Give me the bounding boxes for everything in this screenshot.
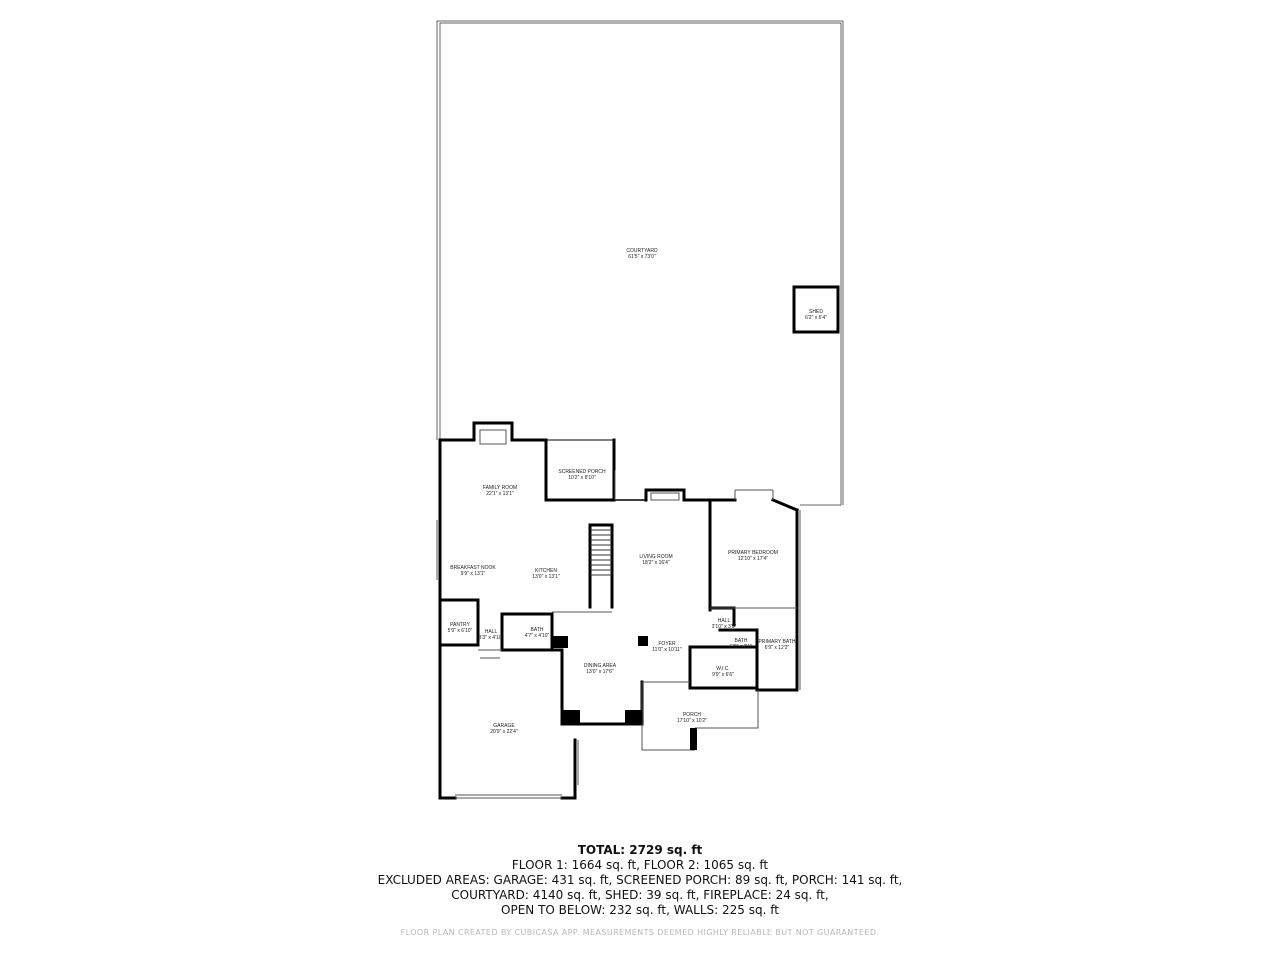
room-dimensions: 11'0" x 10'11"	[652, 647, 682, 653]
shed-outline	[792, 285, 840, 334]
room-dimensions: 12'10" x 17'4"	[738, 556, 768, 562]
room-dimensions: 20'9" x 22'4"	[490, 729, 518, 735]
room-living-room: LIVING ROOM 18'2" x 16'4"	[639, 554, 672, 566]
room-name: PORCH	[683, 712, 701, 718]
room-hall-upper: HALL 3'10" x 3'5"	[712, 618, 737, 630]
wall-blocks	[552, 636, 697, 750]
excluded-areas-line-2: COURTYARD: 4140 sq. ft, SHED: 39 sq. ft,…	[451, 888, 829, 902]
disclaimer-footer: FLOOR PLAN CREATED BY CUBICASA APP. MEAS…	[400, 928, 880, 937]
room-dimensions: 5'9" x 6'10"	[448, 628, 473, 634]
room-name: W.I.C.	[716, 666, 730, 672]
room-dimensions: 9'9" x 13'1"	[461, 571, 486, 577]
room-name: BATH	[735, 638, 748, 644]
room-name: HALL	[718, 618, 731, 624]
room-dimensions: 3'3" x 4'10"	[479, 635, 504, 641]
floor-areas: FLOOR 1: 1664 sq. ft, FLOOR 2: 1065 sq. …	[511, 858, 769, 872]
interior-lines	[436, 429, 801, 799]
room-dimensions: 9'9" x 6'6"	[712, 672, 734, 678]
room-shed: SHED 6'2" x 6'4"	[805, 309, 827, 321]
room-dimensions: 3'10" x 3'5"	[712, 624, 737, 630]
room-dimensions: 13'0" x 13'1"	[532, 574, 560, 580]
room-name: SCREENED PORCH	[558, 469, 606, 475]
room-name: FAMILY ROOM	[483, 485, 517, 491]
room-name: HALL	[485, 629, 498, 635]
room-name: COURTYARD	[626, 248, 658, 254]
courtyard-outline	[436, 20, 844, 506]
room-name: PRIMARY BEDROOM	[728, 550, 778, 556]
room-dining-area: DINING AREA 13'0" x 17'6"	[584, 663, 617, 675]
room-breakfast-nook: BREAKFAST NOOK 9'9" x 13'1"	[450, 565, 496, 577]
room-dimensions: 17'10" x 10'2"	[677, 718, 707, 724]
room-name: PANTRY	[450, 622, 470, 628]
exterior-walls	[438, 421, 799, 800]
room-primary-bedroom: PRIMARY BEDROOM 12'10" x 17'4"	[728, 550, 778, 562]
room-name: KITCHEN	[535, 568, 557, 574]
room-screened-porch: SCREENED PORCH 10'2" x 8'10"	[558, 469, 606, 481]
room-foyer: FOYER 11'0" x 10'11"	[652, 641, 682, 653]
room-hall: HALL 3'3" x 4'10"	[479, 629, 504, 641]
room-dimensions: 5'0" x 3'1"	[730, 644, 752, 650]
room-porch: PORCH 17'10" x 10'2"	[677, 712, 707, 724]
room-name: GARAGE	[493, 723, 515, 729]
room-family-room: FAMILY ROOM 22'1" x 13'1"	[483, 485, 517, 497]
room-dimensions: 22'1" x 13'1"	[486, 491, 514, 497]
room-dimensions: 13'0" x 17'6"	[586, 669, 614, 675]
room-courtyard: COURTYARD 61'5" x 73'0"	[626, 248, 658, 260]
room-name: BATH	[531, 627, 544, 633]
room-dimensions: 61'5" x 73'0"	[628, 254, 656, 260]
room-name: FOYER	[658, 641, 676, 647]
room-wic: W.I.C. 9'9" x 6'6"	[712, 666, 734, 678]
room-name: PRIMARY BATH	[759, 639, 796, 645]
excluded-areas-line-3: OPEN TO BELOW: 232 sq. ft, WALLS: 225 sq…	[501, 903, 779, 917]
room-name: DINING AREA	[584, 663, 617, 669]
room-dimensions: 6'2" x 6'4"	[805, 315, 827, 321]
room-garage: GARAGE 20'9" x 22'4"	[490, 723, 518, 735]
room-name: SHED	[809, 309, 823, 315]
room-bath-upper: BATH 5'0" x 3'1"	[730, 638, 752, 650]
total-area: TOTAL: 2729 sq. ft	[577, 843, 703, 857]
room-dimensions: 4'7" x 4'10"	[525, 633, 550, 639]
room-primary-bath: PRIMARY BATH 6'9" x 12'2"	[759, 639, 796, 651]
room-dimensions: 10'2" x 8'10"	[568, 475, 596, 481]
room-kitchen: KITCHEN 13'0" x 13'1"	[532, 568, 560, 580]
room-dimensions: 6'9" x 12'2"	[765, 645, 790, 651]
room-name: BREAKFAST NOOK	[450, 565, 496, 571]
excluded-areas-line-1: EXCLUDED AREAS: GARAGE: 431 sq. ft, SCRE…	[377, 873, 903, 887]
room-pantry: PANTRY 5'9" x 6'10"	[448, 622, 473, 634]
room-name: LIVING ROOM	[639, 554, 672, 560]
room-dimensions: 18'2" x 16'4"	[642, 560, 670, 566]
area-summary: TOTAL: 2729 sq. ft FLOOR 1: 1664 sq. ft,…	[0, 843, 1280, 918]
room-bath: BATH 4'7" x 4'10"	[525, 627, 550, 639]
